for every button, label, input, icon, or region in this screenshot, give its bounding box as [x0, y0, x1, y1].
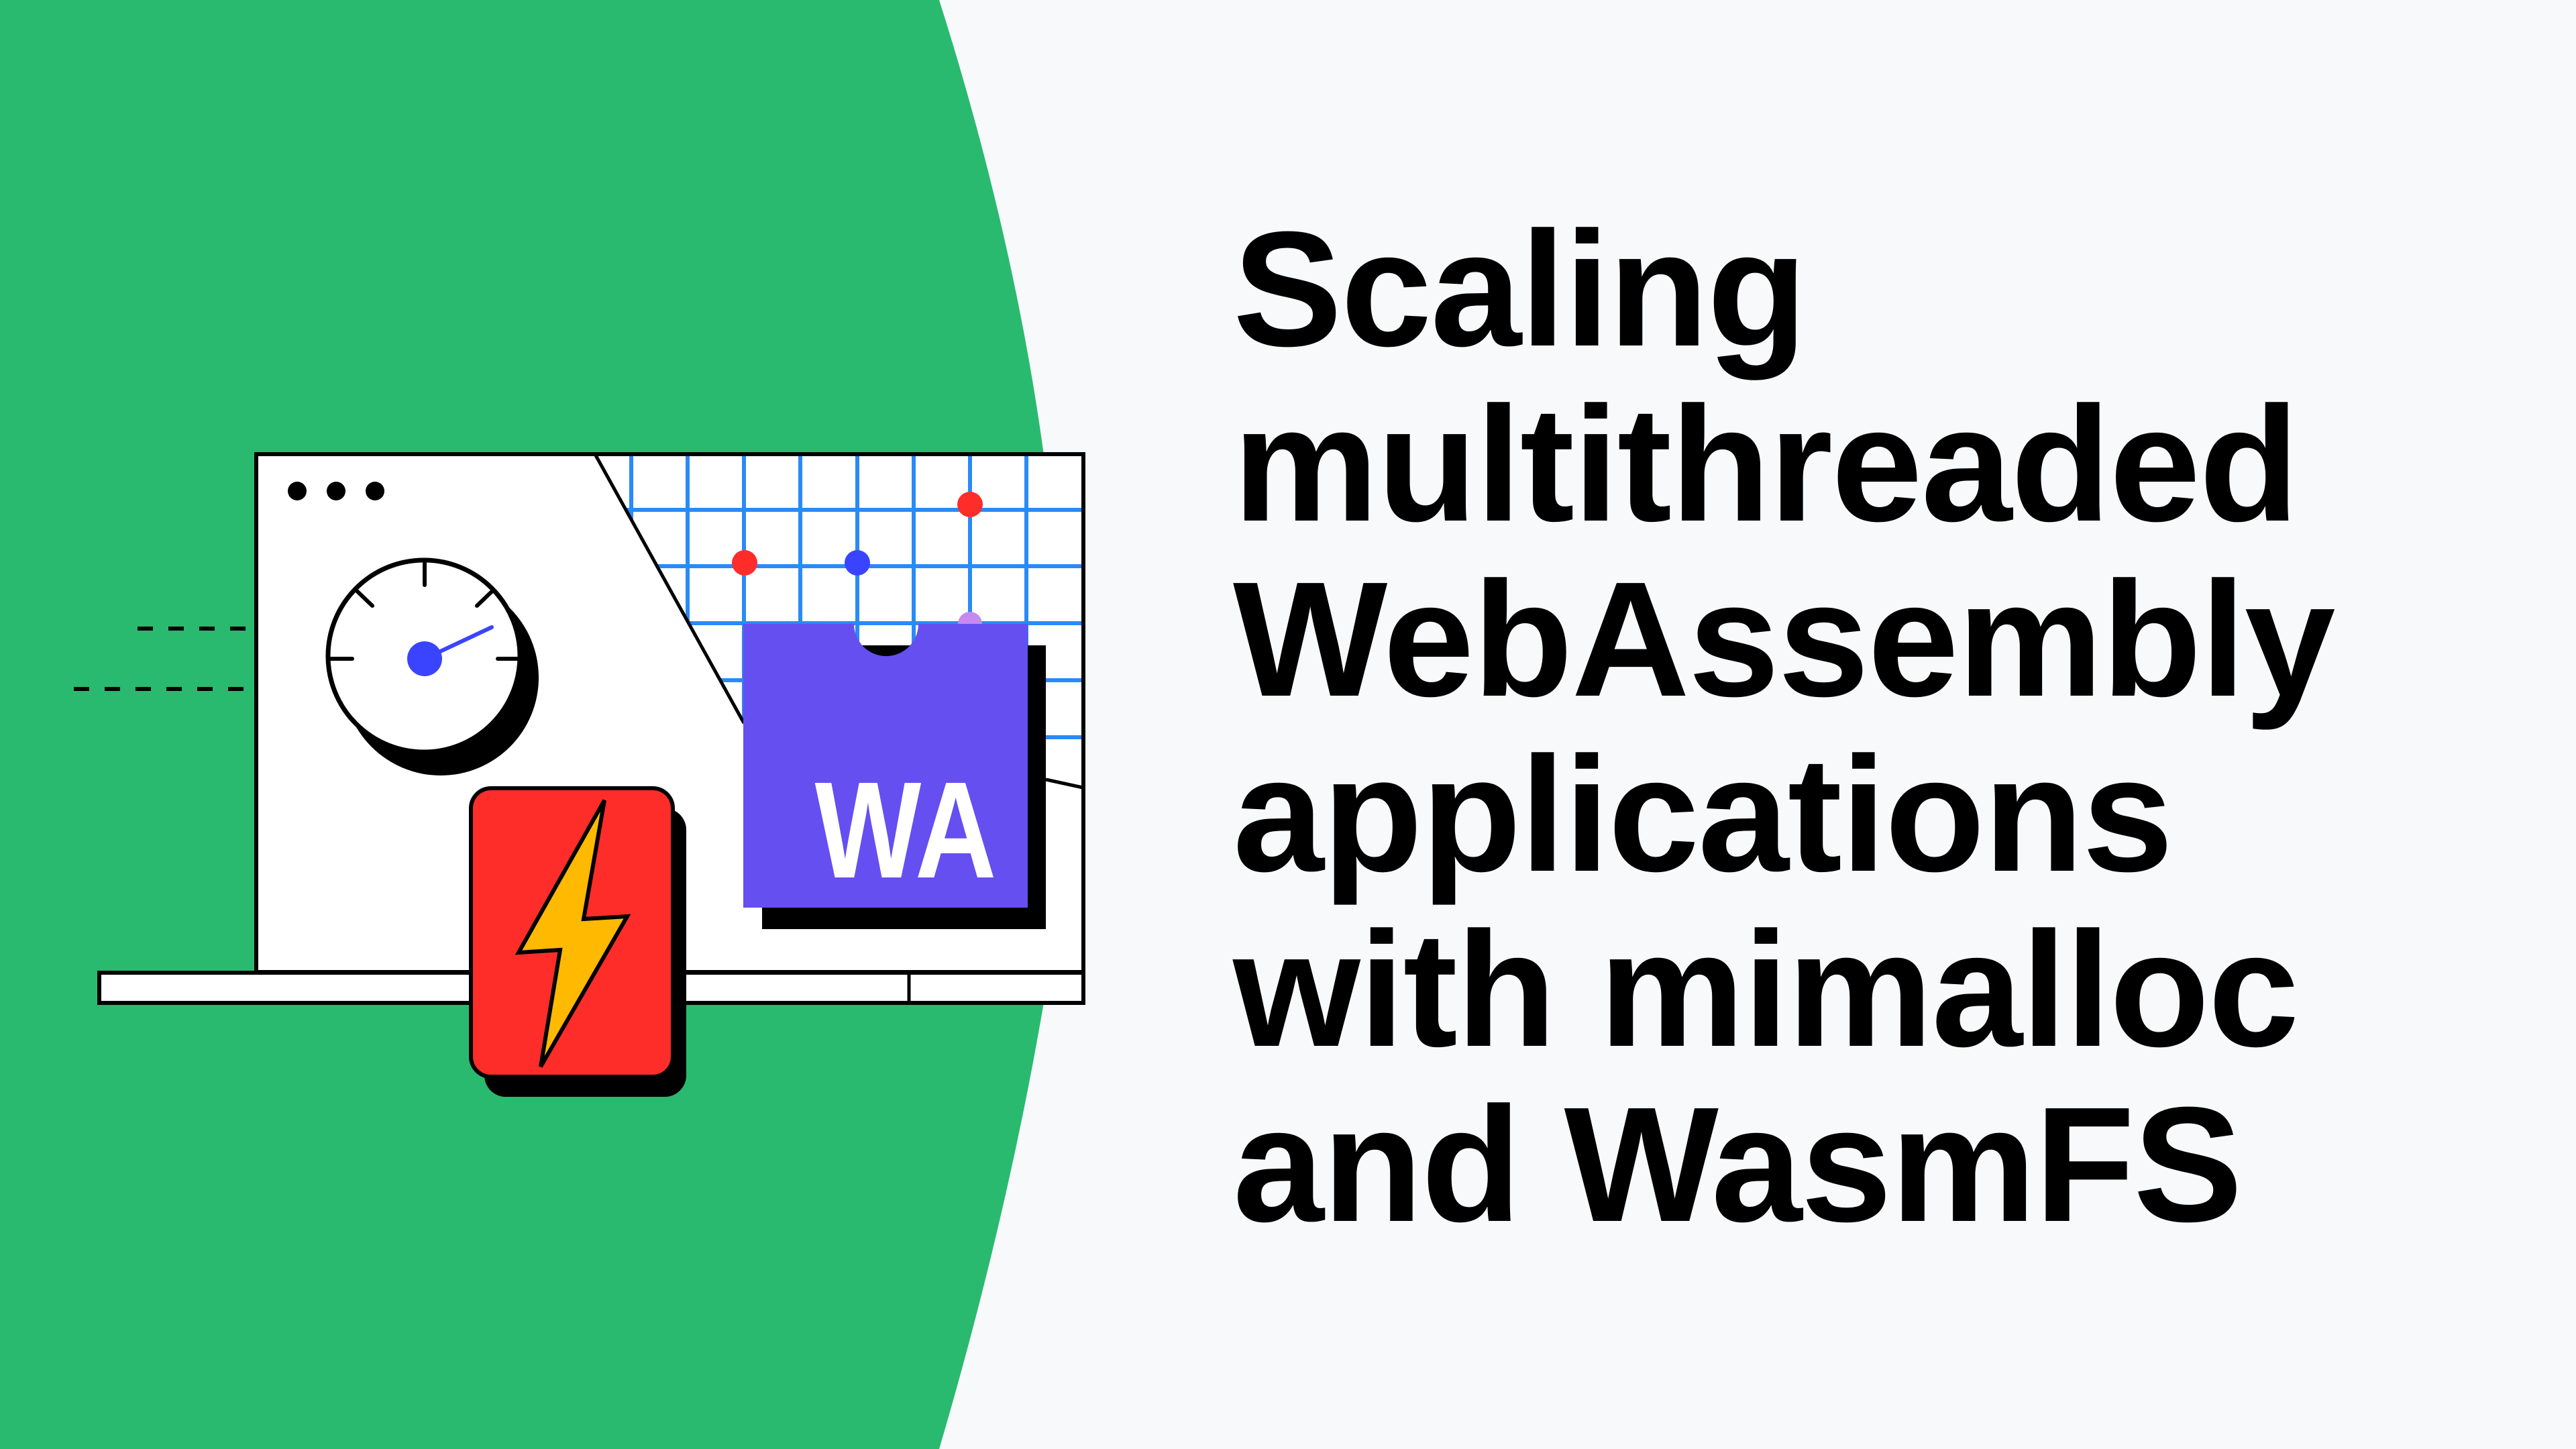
- data-point-red: [957, 492, 983, 517]
- wa-badge-text: WA: [815, 753, 997, 907]
- data-point-purple: [958, 612, 982, 624]
- window-dot: [288, 482, 307, 500]
- title-line: with mimalloc: [1233, 898, 2299, 1081]
- title-line: applications: [1233, 722, 2174, 906]
- window-dot: [327, 482, 345, 500]
- lightning-bolt-icon: [515, 799, 631, 1068]
- webassembly-logo: WA: [743, 624, 1046, 929]
- data-point-blue: [845, 550, 870, 576]
- title-line: and WasmFS: [1233, 1073, 2243, 1256]
- page-title: Scaling multithreaded WebAssembly applic…: [1233, 197, 2335, 1256]
- gauge-hub: [407, 641, 442, 676]
- data-point-red: [732, 550, 757, 576]
- window-dot: [366, 482, 384, 500]
- slant-line: [1045, 777, 1083, 790]
- lightning-card: [469, 786, 686, 1097]
- title-line: Scaling: [1233, 197, 1807, 380]
- title-line: multithreaded: [1233, 372, 2299, 555]
- diagonal-line: [593, 453, 746, 724]
- title-line: WebAssembly: [1233, 547, 2335, 731]
- gauge-icon: [325, 557, 539, 775]
